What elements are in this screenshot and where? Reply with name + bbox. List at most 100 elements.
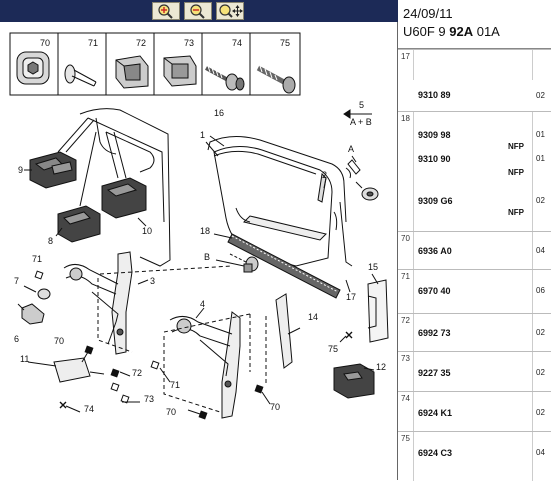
zoom-in-button[interactable]	[152, 2, 180, 20]
header-reference: U60F 9 92A 01A	[403, 24, 500, 39]
part-qty: 01	[536, 154, 545, 163]
callout-70a[interactable]: 70	[54, 336, 64, 346]
part-qty: 01	[536, 130, 545, 139]
table-row[interactable]: 17 9310 89 02	[398, 49, 551, 100]
callout-12[interactable]: 12	[376, 362, 386, 372]
table-row[interactable]: 74 6924 K1 02	[398, 391, 551, 431]
run-channel[interactable]	[317, 172, 327, 203]
part-ref[interactable]: 9309 G6	[418, 196, 453, 206]
parts-diagram[interactable]: 70 71 72 73 74 75 1 16 2 5 A + B A 18 B …	[0, 22, 398, 480]
clip-a-icon	[345, 159, 379, 201]
callout-71a[interactable]: 71	[32, 254, 42, 264]
window-switch-10[interactable]	[101, 177, 147, 219]
table-row[interactable]: 70 6936 A0 04	[398, 231, 551, 269]
legend-number-73: 73	[184, 38, 194, 48]
part-nfp: NFP	[508, 208, 524, 217]
callout-14[interactable]: 14	[308, 312, 318, 322]
table-row-group: 71	[398, 270, 414, 313]
callout-b[interactable]: B	[204, 252, 210, 262]
part-qty: 02	[532, 392, 545, 431]
zoom-move-button[interactable]	[216, 2, 244, 20]
callout-72a[interactable]: 72	[132, 368, 142, 378]
legend-number-71: 71	[88, 38, 98, 48]
table-row-group: 75	[398, 432, 414, 481]
part-ref[interactable]: 6936 A0	[418, 246, 452, 256]
legend-number-72: 72	[136, 38, 146, 48]
callout-15[interactable]: 15	[368, 262, 378, 272]
callout-6[interactable]: 6	[14, 334, 19, 344]
table-row-group: 18	[398, 112, 414, 231]
toolbar	[0, 0, 398, 22]
glass-guide[interactable]	[275, 293, 293, 369]
rivet-icon	[64, 64, 97, 87]
header-ref-bold: 92A	[449, 24, 474, 39]
callout-74a[interactable]: 74	[84, 404, 94, 414]
fastener-legend-box	[9, 32, 301, 96]
table-row-group: 74	[398, 392, 414, 431]
part-ref[interactable]: 9310 89	[418, 90, 451, 100]
window-seal[interactable]	[207, 136, 347, 223]
callout-2[interactable]: 2	[322, 170, 327, 180]
window-glass[interactable]	[213, 146, 333, 267]
callout-16[interactable]: 16	[214, 108, 224, 118]
callout-73a[interactable]: 73	[144, 394, 154, 404]
control-module[interactable]	[53, 357, 91, 383]
legend-number-75: 75	[280, 38, 290, 48]
callout-10[interactable]: 10	[142, 226, 152, 236]
window-regulator-right[interactable]	[169, 311, 241, 419]
window-switch-8[interactable]	[57, 205, 101, 243]
callout-7[interactable]: 7	[14, 276, 19, 286]
part-ref[interactable]: 6924 C3	[418, 448, 453, 458]
part-qty: 02	[532, 352, 545, 391]
clip-73-icon	[163, 55, 197, 87]
table-row[interactable]: 71 6970 40 06	[398, 269, 551, 313]
callout-8[interactable]: 8	[48, 236, 53, 246]
part-ref[interactable]: 6992 73	[418, 328, 451, 338]
part-qty: 06	[532, 270, 545, 313]
table-row-group: 17	[398, 50, 414, 80]
legend-number-74: 74	[232, 38, 242, 48]
window-crank[interactable]	[21, 303, 45, 325]
callout-71b[interactable]: 71	[170, 380, 180, 390]
part-ref[interactable]: 9227 35	[418, 368, 451, 378]
grommet-b-icon	[229, 253, 259, 273]
table-row-group: 73	[398, 352, 414, 391]
callout-70b[interactable]: 70	[166, 407, 176, 417]
table-row[interactable]: 72 6992 73 02	[398, 313, 551, 351]
callout-a[interactable]: A	[348, 144, 354, 154]
screw-icon	[256, 65, 296, 94]
door-panel-outline	[79, 108, 171, 267]
zoom-out-button[interactable]	[184, 2, 212, 20]
window-switch-12[interactable]	[333, 363, 375, 399]
glass-channel[interactable]	[243, 215, 327, 241]
clip-72-icon	[115, 55, 149, 89]
callout-18[interactable]: 18	[200, 226, 210, 236]
part-ref[interactable]: 9309 98	[418, 130, 451, 140]
window-switch-9[interactable]	[29, 151, 77, 189]
header-ref-prefix: U60F 9	[403, 24, 450, 39]
callout-9[interactable]: 9	[18, 165, 23, 175]
table-row[interactable]: 73 9227 35 02	[398, 351, 551, 391]
callout-4[interactable]: 4	[200, 299, 205, 309]
callout-1[interactable]: 1	[200, 130, 205, 140]
motor-bushing	[37, 288, 51, 300]
magnifier-plus-icon	[158, 4, 173, 19]
part-nfp: NFP	[508, 142, 524, 151]
part-ref[interactable]: 9310 90	[418, 154, 451, 164]
callout-5[interactable]: 5	[359, 100, 364, 110]
window-regulator-left[interactable]	[63, 251, 133, 355]
part-ref[interactable]: 6924 K1	[418, 408, 453, 418]
callout-70c[interactable]: 70	[270, 402, 280, 412]
header-ref-suffix: 01A	[473, 24, 500, 39]
callout-3[interactable]: 3	[150, 276, 155, 286]
weatherstrip[interactable]	[227, 233, 341, 299]
callout-75a[interactable]: 75	[328, 344, 338, 354]
callout-17[interactable]: 17	[346, 292, 356, 302]
part-qty: 02	[532, 314, 545, 351]
table-row[interactable]: 75 6924 C3 04	[398, 431, 551, 481]
part-ref[interactable]: 6970 40	[418, 286, 451, 296]
callout-11[interactable]: 11	[20, 354, 29, 364]
magnifier-minus-icon	[190, 4, 205, 19]
table-row[interactable]: 18 9309 98 NFP 9310 90 NFP 9309 G6 NFP 0…	[398, 111, 551, 231]
trim-bracket[interactable]	[367, 279, 389, 343]
